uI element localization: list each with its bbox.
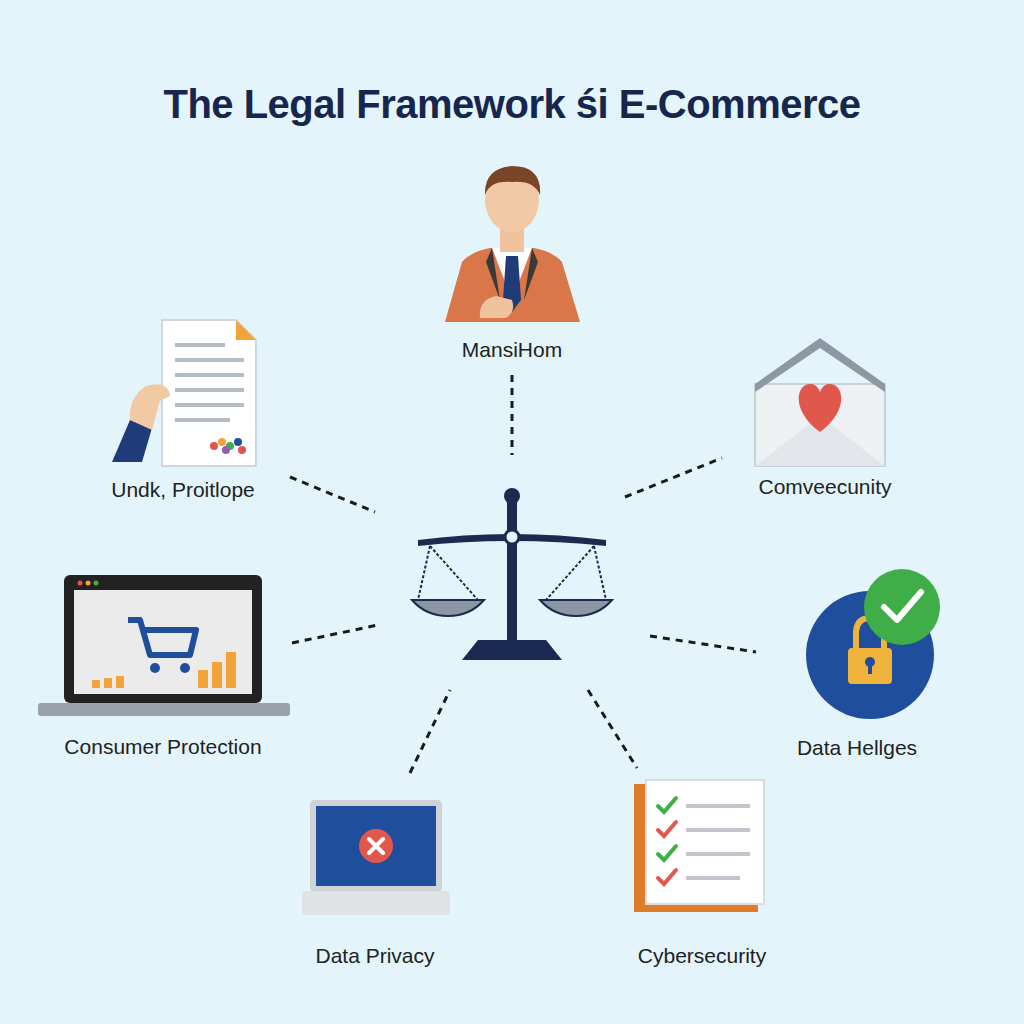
dashed-spokes bbox=[290, 375, 756, 773]
lock-icon bbox=[806, 569, 940, 719]
checklist-icon bbox=[634, 780, 764, 912]
topic-label: Data Hellges bbox=[797, 736, 917, 760]
person-icon bbox=[445, 166, 580, 322]
topic-label: Undk, Proitlope bbox=[111, 478, 255, 502]
topic-label: Cybersecurity bbox=[638, 944, 766, 968]
diagram-title: The Legal Framework śi E-Commerce bbox=[163, 82, 860, 127]
scale-icon bbox=[412, 488, 612, 660]
topic-label: Comveecunity bbox=[758, 475, 891, 499]
envelope-icon bbox=[755, 338, 885, 466]
contract-icon bbox=[112, 320, 256, 466]
shop-laptop-icon bbox=[38, 575, 290, 716]
topic-label: Data Privacy bbox=[315, 944, 434, 968]
topic-label: Consumer Protection bbox=[64, 735, 261, 759]
topic-label: MansiНom bbox=[462, 338, 562, 362]
privacy-laptop-icon bbox=[302, 800, 450, 915]
